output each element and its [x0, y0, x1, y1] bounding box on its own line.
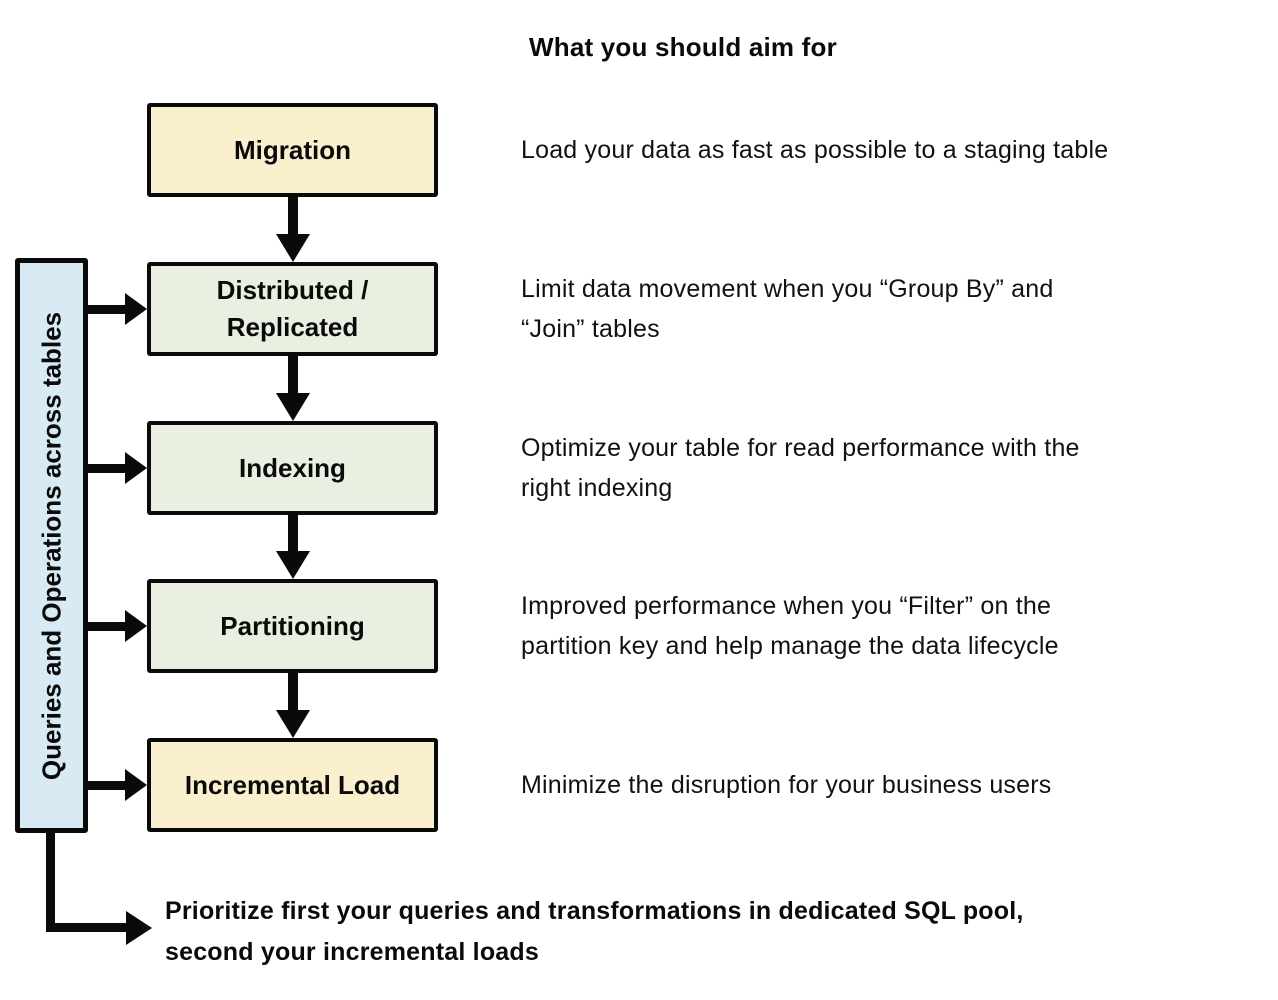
elbow-arrow-vertical-stem — [46, 830, 55, 932]
flow-box-label: Migration — [234, 134, 351, 165]
description-line: right indexing — [521, 474, 673, 502]
aim-description-indexing: Optimize your table for read performance… — [521, 421, 1251, 515]
down-arrow-icon — [276, 393, 310, 421]
right-arrow-icon — [126, 911, 152, 945]
down-arrow-icon — [276, 710, 310, 738]
right-arrow-icon — [125, 769, 147, 801]
down-arrow-icon — [276, 551, 310, 579]
down-arrow-stem — [288, 355, 298, 395]
description-line: Optimize your table for read performance… — [521, 434, 1080, 462]
right-arrow-icon — [125, 452, 147, 484]
elbow-arrow-horizontal-stem — [46, 923, 128, 932]
down-arrow-stem — [288, 196, 298, 236]
footer-line: second your incremental loads — [165, 938, 539, 966]
sidebar-queries-operations: Queries and Operations across tables — [15, 258, 88, 833]
description-line: Minimize the disruption for your busines… — [521, 771, 1052, 799]
sidebar-label: Queries and Operations across tables — [36, 311, 66, 780]
flow-box-distributed-replicated: Distributed / Replicated — [147, 262, 438, 356]
right-arrow-icon — [125, 610, 147, 642]
footer-line: Prioritize first your queries and transf… — [165, 897, 1024, 925]
flow-box-indexing: Indexing — [147, 421, 438, 515]
description-line: Improved performance when you “Filter” o… — [521, 592, 1052, 620]
aim-description-incremental: Minimize the disruption for your busines… — [521, 738, 1251, 832]
side-arrow-stem — [86, 622, 127, 631]
description-line: Limit data movement when you “Group By” … — [521, 275, 1054, 303]
aim-description-distributed: Limit data movement when you “Group By” … — [521, 262, 1251, 356]
side-arrow-stem — [86, 781, 127, 790]
down-arrow-stem — [288, 513, 298, 553]
flow-box-partitioning: Partitioning — [147, 579, 438, 673]
right-arrow-icon — [125, 293, 147, 325]
side-arrow-stem — [86, 305, 127, 314]
aim-description-migration: Load your data as fast as possible to a … — [521, 103, 1251, 197]
flow-box-migration: Migration — [147, 103, 438, 197]
flow-box-label: Incremental Load — [184, 769, 401, 800]
aim-description-partitioning: Improved performance when you “Filter” o… — [521, 579, 1251, 673]
flow-box-label: Partitioning — [220, 610, 365, 641]
flow-box-label: Distributed / Replicated — [216, 275, 369, 342]
page-title: What you should aim for — [529, 32, 837, 62]
down-arrow-stem — [288, 671, 298, 713]
description-line: partition key and help manage the data l… — [521, 632, 1059, 660]
flow-box-label: Indexing — [239, 452, 346, 483]
flow-box-incremental-load: Incremental Load — [147, 738, 438, 832]
side-arrow-stem — [86, 464, 127, 473]
down-arrow-icon — [276, 234, 310, 262]
footer-priority-note: Prioritize first your queries and transf… — [165, 891, 1185, 973]
description-line: “Join” tables — [521, 315, 660, 343]
description-line: Load your data as fast as possible to a … — [521, 136, 1109, 164]
